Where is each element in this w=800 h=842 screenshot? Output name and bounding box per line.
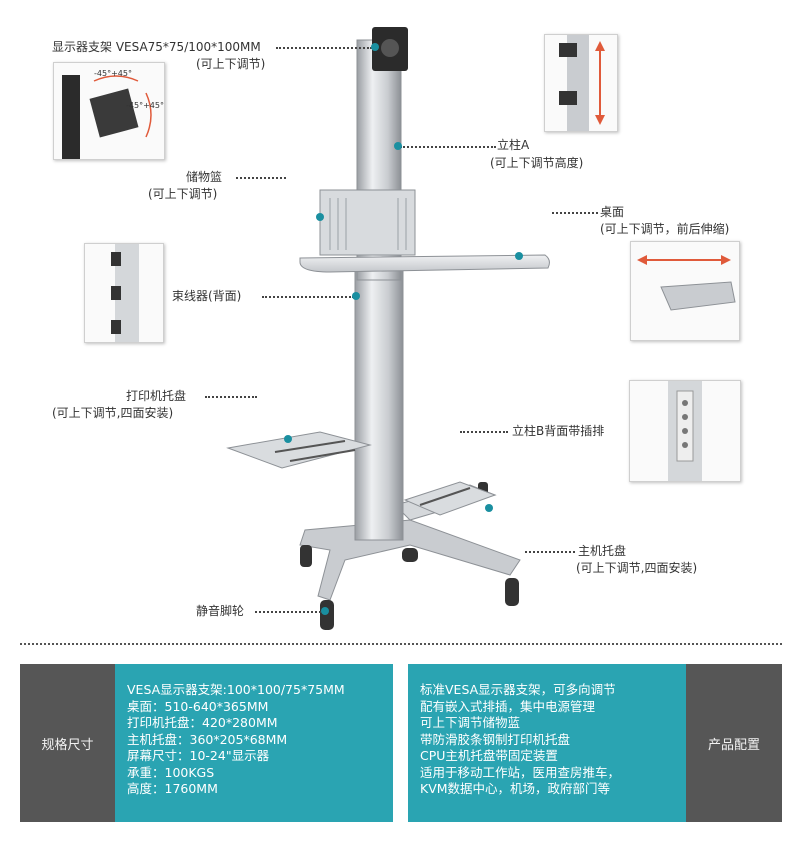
spec-right-line: 标准VESA显示器支架，可多向调节 <box>420 682 616 697</box>
leader-column-b <box>460 431 508 433</box>
spec-left-line: 打印机托盘：420*280MM <box>127 715 278 730</box>
storage-basket <box>319 189 416 256</box>
inset-desktop-slide <box>630 241 740 341</box>
power-strip-drawing <box>668 381 702 481</box>
tilt-side-angle: -45°+45° <box>126 101 164 110</box>
section-separator <box>20 643 782 645</box>
dot-desktop <box>515 252 523 260</box>
leader-monitor <box>276 47 372 49</box>
leader-desktop <box>552 212 598 214</box>
label-desktop-note: (可上下调节，前后伸缩) <box>600 222 730 236</box>
label-printer-tray: 打印机托盘 <box>126 389 187 403</box>
spec-right-list: 标准VESA显示器支架，可多向调节 配有嵌入式排插，集中电源管理 可上下调节储物… <box>408 664 686 822</box>
tilt-top-angle: -45°+45° <box>94 69 132 78</box>
printer-tray <box>226 431 372 469</box>
spec-panel-left: 规格尺寸 VESA显示器支架:100*100/75*75MM 桌面：510-64… <box>20 664 393 822</box>
label-monitor-bracket-note: (可上下调节) <box>196 57 266 71</box>
monitor-bracket <box>372 27 408 71</box>
dot-column-a <box>394 142 402 150</box>
inset-power-strip <box>629 380 741 482</box>
spec-right-line: KVM数据中心，机场，政府部门等 <box>420 781 611 796</box>
spec-right-line: CPU主机托盘带固定装置 <box>420 748 558 763</box>
leader-casters <box>255 611 321 613</box>
leader-printer <box>205 396 257 398</box>
spec-right-line: 适用于移动工作站，医用查房推车， <box>420 764 621 780</box>
dot-basket <box>316 213 324 221</box>
dot-host <box>485 504 493 512</box>
leader-host <box>525 551 575 553</box>
label-cable-manager: 束线器(背面) <box>172 289 242 303</box>
inset-column-a-height <box>544 34 618 132</box>
spec-left-list: VESA显示器支架:100*100/75*75MM 桌面：510-640*365… <box>115 664 393 822</box>
dot-cable <box>352 292 360 300</box>
label-host-tray: 主机托盘 <box>578 544 627 558</box>
host-tray <box>403 481 497 516</box>
label-host-tray-note: (可上下调节,四面安装) <box>576 561 698 575</box>
desktop-surface <box>299 254 550 273</box>
column-b <box>354 269 404 541</box>
dot-printer <box>284 435 292 443</box>
label-casters: 静音脚轮 <box>196 604 245 618</box>
workstation-cart-illustration <box>226 27 550 630</box>
label-storage-basket-note: (可上下调节) <box>148 187 218 201</box>
spec-right-line: 可上下调节储物蓝 <box>420 715 521 730</box>
spec-left-line: 高度：1760MM <box>127 781 218 796</box>
label-column-a-note: (可上下调节高度) <box>490 156 584 170</box>
spec-right-line: 配有嵌入式排插，集中电源管理 <box>420 698 596 714</box>
leader-basket <box>236 177 286 179</box>
label-column-b: 立柱B背面带插排 <box>512 424 605 438</box>
inset-cable-manager <box>84 243 164 343</box>
spec-left-line: 主机托盘：360*205*68MM <box>127 731 288 747</box>
leader-cable <box>262 296 354 298</box>
spec-left-line: VESA显示器支架:100*100/75*75MM <box>127 682 345 697</box>
spec-right-line: 带防滑胶条钢制打印机托盘 <box>420 731 571 747</box>
height-adjust-drawing <box>559 35 605 131</box>
spec-left-line: 屏幕尺寸：10-24"显示器 <box>127 748 270 763</box>
dot-monitor <box>371 43 379 51</box>
label-desktop: 桌面 <box>600 205 625 219</box>
label-storage-basket: 储物篮 <box>186 170 223 184</box>
spec-right-title: 产品配置 <box>686 664 782 822</box>
dot-casters <box>321 607 329 615</box>
tilt-detail-drawing <box>62 75 152 159</box>
leader-column-a <box>400 146 496 148</box>
spec-left-line: 承重：100KGS <box>127 764 215 780</box>
label-column-a: 立柱A <box>497 138 530 152</box>
label-printer-tray-note: (可上下调节,四面安装) <box>52 406 174 420</box>
desktop-slide-drawing <box>637 255 736 311</box>
spec-left-line: 桌面：510-640*365MM <box>127 698 269 714</box>
inset-monitor-tilt: -45°+45° -45°+45° <box>53 62 165 160</box>
spec-left-title: 规格尺寸 <box>20 664 115 822</box>
cable-clips-drawing <box>111 244 139 342</box>
label-monitor-bracket: 显示器支架 VESA75*75/100*100MM <box>52 40 261 54</box>
spec-panel-right: 标准VESA显示器支架，可多向调节 配有嵌入式排插，集中电源管理 可上下调节储物… <box>408 664 782 822</box>
